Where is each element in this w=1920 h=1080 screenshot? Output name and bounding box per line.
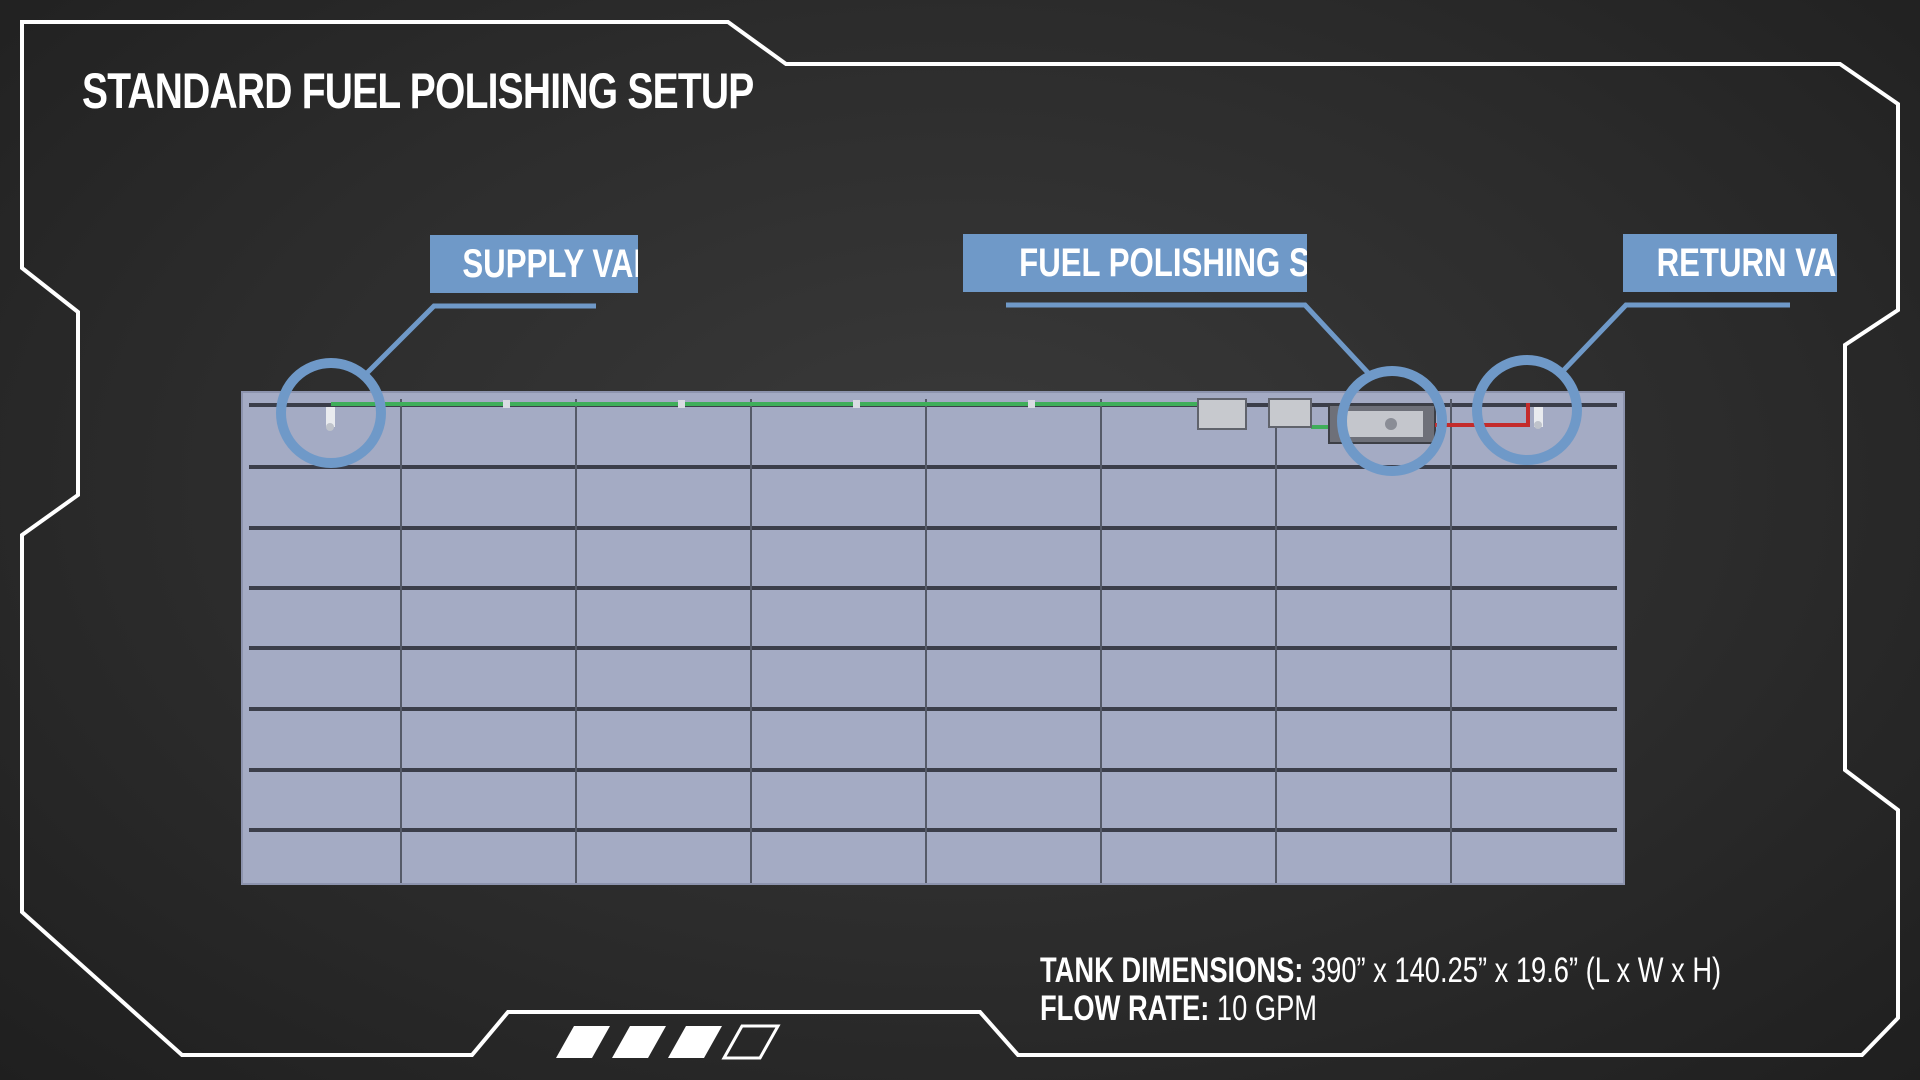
supply-valve-label: SUPPLY VALVE <box>430 235 638 293</box>
tank-dimensions-line: TANK DIMENSIONS: 390” x 140.25” x 19.6” … <box>1040 951 1722 990</box>
progress-step-3 <box>668 1026 722 1058</box>
progress-step-1 <box>556 1026 610 1058</box>
filter-unit-2 <box>1268 398 1312 428</box>
flow-rate-line: FLOW RATE: 10 GPM <box>1040 989 1318 1028</box>
progress-step-4 <box>721 1024 781 1060</box>
pipe-fittings <box>503 400 1035 408</box>
progress-indicator <box>556 1024 781 1060</box>
supply-valve-ring <box>276 358 386 468</box>
tank-vertical-dividers <box>400 399 1452 883</box>
page-title: STANDARD FUEL POLISHING SETUP <box>82 63 754 119</box>
polishing-system-ring <box>1337 366 1447 476</box>
return-line <box>1435 403 1530 427</box>
tank-specs: TANK DIMENSIONS: 390” x 140.25” x 19.6” … <box>1040 952 1721 1028</box>
progress-step-2 <box>612 1026 666 1058</box>
return-valve <box>1534 407 1543 429</box>
return-leader-line <box>1560 302 1790 374</box>
filter-unit-1 <box>1197 398 1247 430</box>
supply-valve <box>326 407 335 431</box>
polishing-leader-line <box>1006 302 1373 378</box>
supply-leader-line <box>362 303 596 378</box>
return-valve-ring <box>1472 355 1582 465</box>
return-valve-label: RETURN VALVE <box>1623 234 1837 292</box>
fuel-polishing-system-label: FUEL POLISHING SYSTEM <box>963 234 1307 292</box>
